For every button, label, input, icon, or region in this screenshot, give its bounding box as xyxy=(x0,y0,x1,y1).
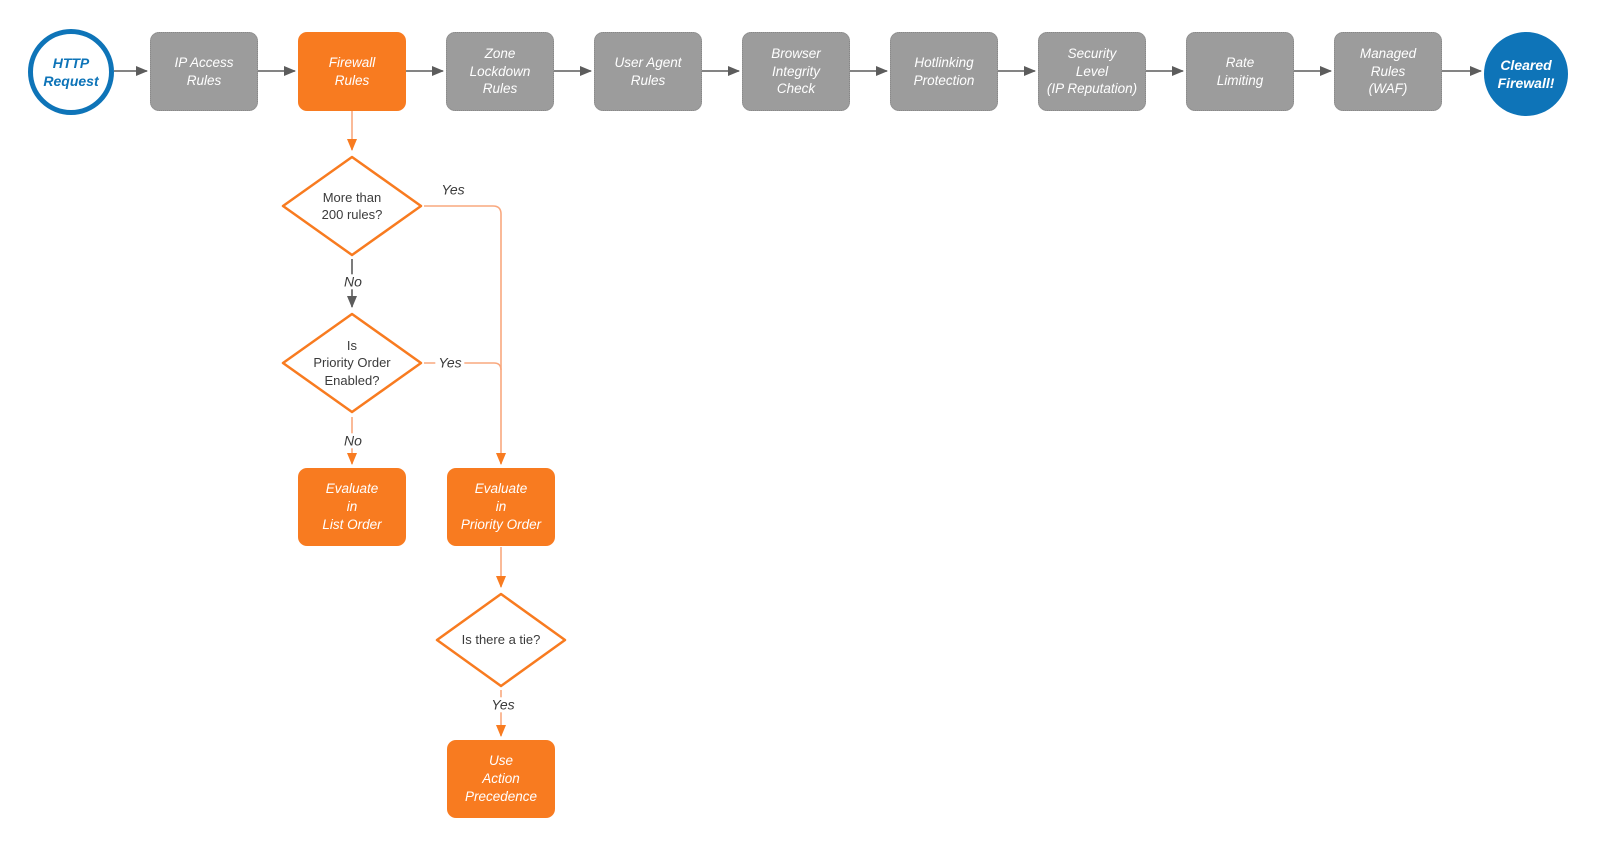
stage-rate-limiting: Rate Limiting xyxy=(1186,32,1294,111)
stage-label: Security Level (IP Reputation) xyxy=(1046,45,1138,97)
node-http-request: HTTP Request xyxy=(28,29,114,115)
action-label: Evaluate in Priority Order xyxy=(460,481,542,532)
stage-ip-access-rules: IP Access Rules xyxy=(150,32,258,111)
stage-hotlinking-protection: Hotlinking Protection xyxy=(890,32,998,111)
stage-label: User Agent Rules xyxy=(614,54,682,88)
stage-label: Browser Integrity Check xyxy=(771,45,821,97)
stage-label: Rate Limiting xyxy=(1216,54,1264,88)
decision-more-than-200-rules: More than 200 rules? xyxy=(280,154,424,258)
decision-label: Is there a tie? xyxy=(461,632,541,648)
node-http-request-label: HTTP Request xyxy=(43,54,99,89)
diamond-shape xyxy=(435,592,567,688)
edge-label-d2-no: No xyxy=(341,432,365,449)
decision-label: More than 200 rules? xyxy=(321,189,383,222)
stage-firewall-rules: Firewall Rules xyxy=(298,32,406,111)
decision-label: Is Priority Order Enabled? xyxy=(313,338,391,388)
stage-label: Zone Lockdown Rules xyxy=(469,45,531,97)
edge-label-d1-yes: Yes xyxy=(441,181,465,198)
stage-label: Hotlinking Protection xyxy=(913,54,975,88)
stage-browser-integrity-check: Browser Integrity Check xyxy=(742,32,850,111)
stage-security-level: Security Level (IP Reputation) xyxy=(1038,32,1146,111)
action-evaluate-priority-order: Evaluate in Priority Order xyxy=(447,468,555,546)
diamond-shape xyxy=(281,155,423,257)
action-evaluate-list-order: Evaluate in List Order xyxy=(298,468,406,546)
edge-label-d1-no: No xyxy=(341,273,365,290)
decision-is-there-a-tie: Is there a tie? xyxy=(434,591,568,689)
action-use-action-precedence: Use Action Precedence xyxy=(447,740,555,818)
diamond-shape xyxy=(281,312,423,414)
stage-label: IP Access Rules xyxy=(174,54,234,88)
stage-label: Firewall Rules xyxy=(328,54,376,88)
decision-priority-order-enabled: Is Priority Order Enabled? xyxy=(280,311,424,415)
edge-label-d2-yes: Yes xyxy=(435,354,465,371)
node-cleared-firewall-label: Cleared Firewall! xyxy=(1497,56,1555,91)
stage-user-agent-rules: User Agent Rules xyxy=(594,32,702,111)
stage-label: Managed Rules (WAF) xyxy=(1359,45,1417,97)
action-label: Use Action Precedence xyxy=(464,753,538,804)
action-label: Evaluate in List Order xyxy=(322,481,382,532)
stage-managed-rules-waf: Managed Rules (WAF) xyxy=(1334,32,1442,111)
edge-label-d3-yes: Yes xyxy=(488,696,518,713)
stage-zone-lockdown-rules: Zone Lockdown Rules xyxy=(446,32,554,111)
node-cleared-firewall: Cleared Firewall! xyxy=(1484,32,1568,116)
